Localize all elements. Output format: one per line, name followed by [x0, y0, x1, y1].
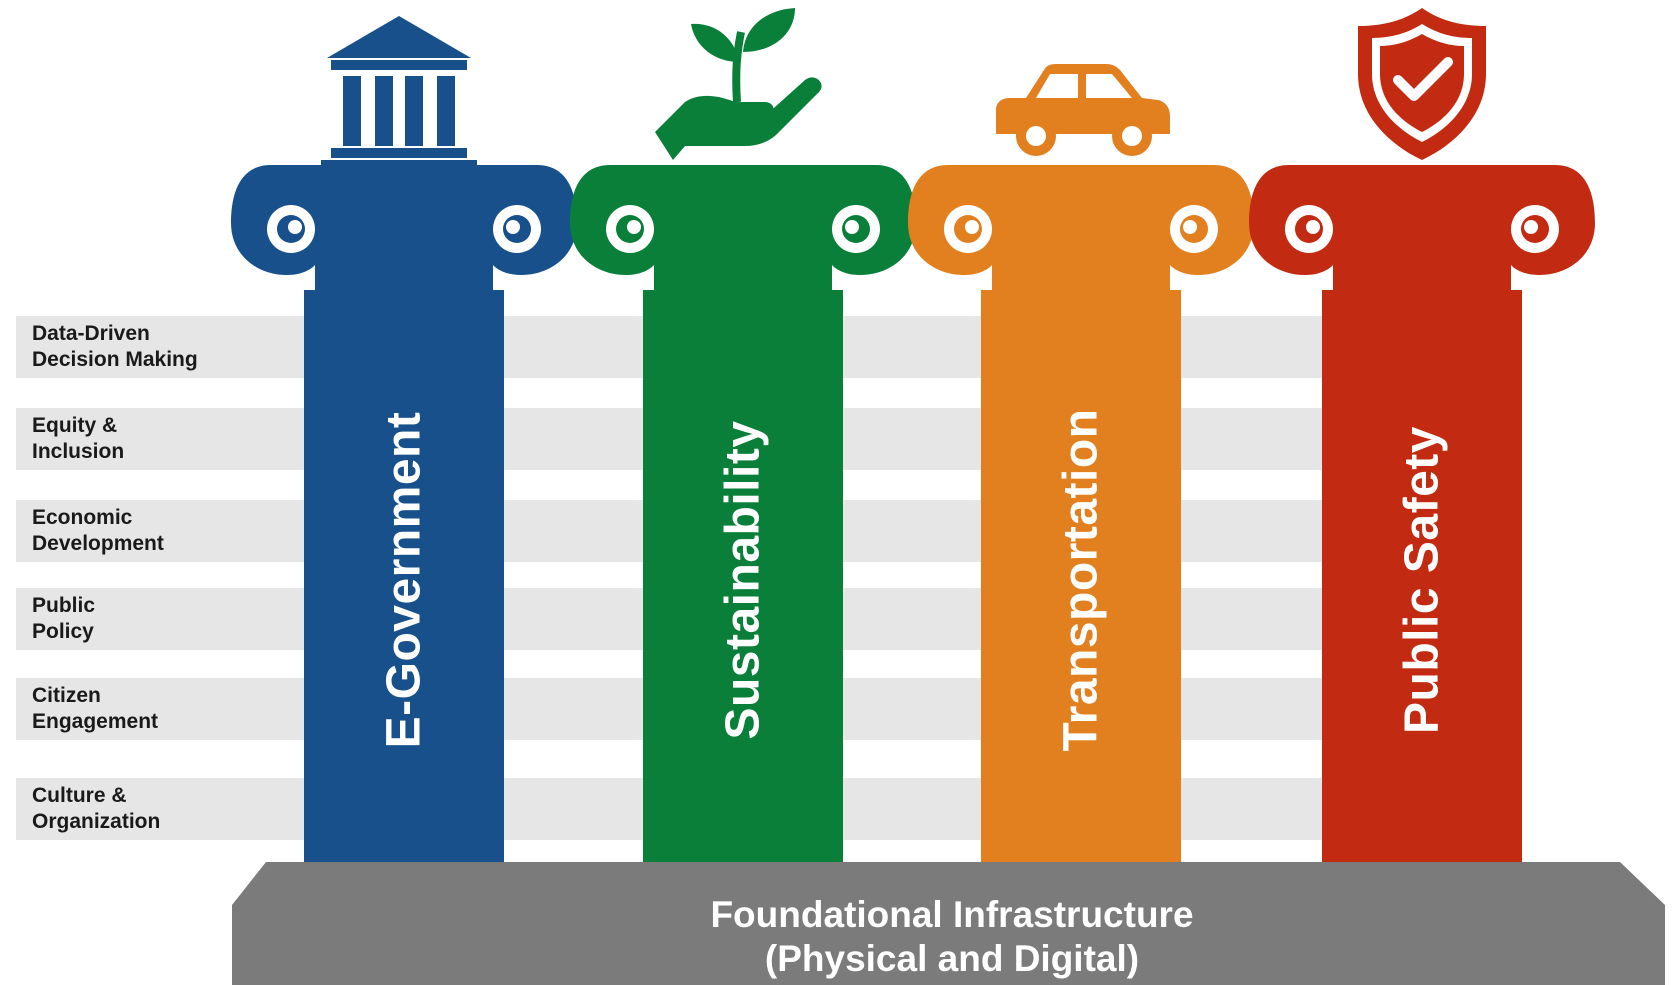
- pillar-shaft: E-Government: [304, 290, 504, 870]
- row-label-line: Public: [32, 594, 96, 617]
- row-label-line: Economic: [32, 506, 133, 529]
- pillar-shaft: Transportation: [981, 290, 1181, 870]
- row-label-line: Development: [32, 532, 164, 555]
- pillar-shaft: Public Safety: [1322, 290, 1522, 870]
- foundation-subtitle: (Physical and Digital): [764, 938, 1140, 979]
- row-label-line: Decision Making: [32, 348, 198, 371]
- row-label-line: Policy: [32, 620, 94, 643]
- pillar-shaft: Sustainability: [643, 290, 843, 870]
- shield-check-icon: [1358, 8, 1486, 160]
- pillar-public-safety: Public Safety: [1249, 0, 1595, 870]
- row-label-policy: Public Policy: [16, 588, 266, 650]
- row-label-line: Equity &: [32, 414, 118, 437]
- pillar-transportation: Transportation: [908, 0, 1254, 870]
- government-building-icon: [321, 16, 477, 168]
- row-label-line: Organization: [32, 810, 161, 833]
- row-label-citizen: Citizen Engagement: [16, 678, 266, 740]
- pillar-capital: [908, 165, 1254, 295]
- foundation-title: Foundational Infrastructure: [710, 894, 1194, 935]
- pillar-capital: [231, 165, 577, 295]
- row-label-line: Engagement: [32, 710, 159, 733]
- pillar-capital: [570, 165, 916, 295]
- row-label-equity: Equity & Inclusion: [16, 408, 266, 470]
- hand-plant-icon: [655, 8, 822, 160]
- row-label-line: Inclusion: [32, 440, 125, 463]
- pillar-capital: [1249, 165, 1595, 295]
- foundation-label: Foundational Infrastructure (Physical an…: [232, 893, 1672, 981]
- row-label-culture: Culture & Organization: [16, 778, 266, 840]
- row-label-decision-making: Data-Driven Decision Making: [16, 316, 266, 378]
- row-label-economic: Economic Development: [16, 500, 266, 562]
- pillar-e-government: E-Government: [231, 0, 577, 870]
- row-label-line: Culture &: [32, 784, 127, 807]
- pillar-sustainability: Sustainability: [570, 0, 916, 870]
- car-icon: [996, 64, 1170, 156]
- row-label-line: Data-Driven: [32, 322, 150, 345]
- row-label-line: Citizen: [32, 684, 101, 707]
